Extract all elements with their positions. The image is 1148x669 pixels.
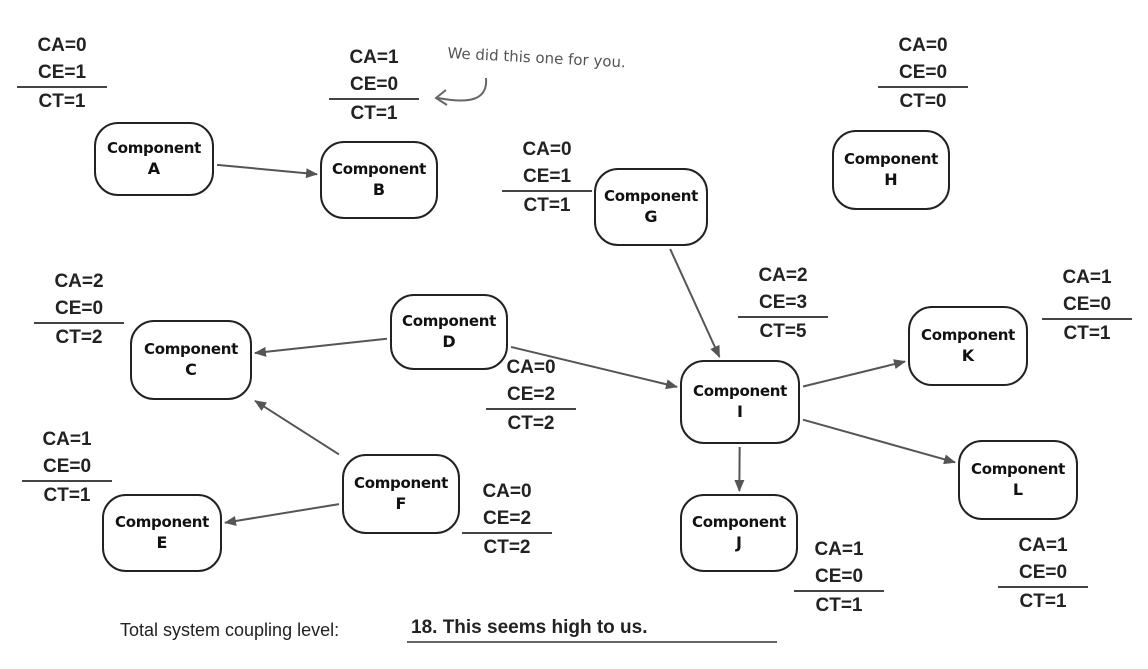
component-letter: H	[884, 169, 898, 189]
component-k: Component K	[908, 306, 1028, 386]
component-letter: L	[1012, 479, 1024, 499]
ct-value: CT=5	[759, 321, 807, 342]
ce-value: CE=2	[486, 381, 576, 410]
component-label: Component	[604, 186, 698, 205]
dependency-arrow-d-to-c	[254, 337, 388, 357]
ca-value: CA=0	[506, 357, 556, 378]
component-f: Component F	[342, 454, 460, 534]
ca-value: CA=1	[1062, 267, 1112, 288]
metrics-g: CA=0 CE=1 CT=1	[502, 136, 592, 219]
component-letter: F	[395, 493, 407, 513]
ca-value: CA=0	[37, 35, 87, 56]
component-label: Component	[354, 473, 448, 492]
ca-value: CA=1	[349, 47, 399, 68]
component-label: Component	[402, 311, 496, 330]
ca-value: CA=2	[758, 265, 808, 286]
ca-value: CA=1	[1018, 535, 1068, 556]
metrics-f: CA=0 CE=2 CT=2	[462, 478, 552, 561]
metrics-c: CA=2 CE=0 CT=2	[34, 268, 124, 351]
ca-value: CA=1	[814, 539, 864, 560]
ce-value: CE=1	[502, 163, 592, 192]
total-coupling-label: Total system coupling level:	[120, 620, 340, 640]
component-l: Component L	[958, 440, 1078, 520]
ct-value: CT=2	[55, 327, 103, 348]
component-label: Component	[107, 138, 201, 157]
ce-value: CE=0	[22, 453, 112, 482]
ca-value: CA=2	[54, 271, 104, 292]
component-letter: K	[961, 345, 975, 365]
component-j: Component J	[680, 494, 798, 572]
ce-value: CE=0	[998, 559, 1088, 588]
ce-value: CE=1	[17, 59, 107, 88]
ct-value: CT=2	[507, 413, 555, 434]
component-letter: G	[644, 206, 658, 226]
ct-value: CT=0	[899, 91, 947, 112]
note-arrow	[437, 77, 488, 102]
dependency-arrow-f-to-c	[254, 399, 340, 456]
dependency-arrow-a-to-b	[216, 163, 318, 179]
metrics-i: CA=2 CE=3 CT=5	[738, 262, 828, 345]
ct-value: CT=1	[38, 91, 86, 112]
ct-value: CT=1	[1063, 323, 1111, 344]
ca-value: CA=0	[522, 139, 572, 160]
component-i: Component I	[680, 360, 800, 444]
ce-value: CE=0	[794, 563, 884, 592]
ct-value: CT=2	[483, 537, 531, 558]
ct-value: CT=1	[43, 485, 91, 506]
ce-value: CE=0	[1042, 291, 1132, 320]
metrics-d: CA=0 CE=2 CT=2	[486, 354, 576, 437]
dependency-arrow-i-to-l	[802, 418, 956, 465]
total-coupling-answer: 18. This seems high to us.	[407, 617, 777, 643]
component-a: Component A	[94, 122, 214, 196]
component-letter: C	[185, 359, 197, 379]
ce-value: CE=2	[462, 505, 552, 534]
component-c: Component C	[130, 320, 252, 400]
component-letter: A	[147, 158, 161, 178]
component-label: Component	[332, 159, 426, 178]
component-h: Component H	[832, 130, 950, 210]
component-d: Component D	[390, 294, 508, 370]
metrics-b: CA=1 CE=0 CT=1	[329, 44, 419, 127]
ce-value: CE=0	[34, 295, 124, 324]
component-label: Component	[844, 149, 938, 168]
component-letter: D	[442, 331, 456, 351]
ca-value: CA=1	[42, 429, 92, 450]
ct-value: CT=1	[523, 195, 571, 216]
component-g: Component G	[594, 168, 708, 246]
component-label: Component	[971, 459, 1065, 478]
component-label: Component	[693, 381, 787, 400]
component-e: Component E	[102, 494, 222, 572]
ce-value: CE=0	[878, 59, 968, 88]
metrics-e: CA=1 CE=0 CT=1	[22, 426, 112, 509]
ce-value: CE=0	[329, 71, 419, 100]
metrics-l: CA=1 CE=0 CT=1	[998, 532, 1088, 615]
component-letter: E	[156, 532, 168, 552]
metrics-a: CA=0 CE=1 CT=1	[17, 32, 107, 115]
ct-value: CT=1	[1019, 591, 1067, 612]
dependency-arrow-d-to-i	[510, 345, 678, 390]
dependency-arrow-i-to-k	[802, 359, 906, 388]
component-label: Component	[115, 512, 209, 531]
component-b: Component B	[320, 141, 438, 219]
component-label: Component	[144, 339, 238, 358]
dependency-arrow-f-to-e	[224, 503, 340, 526]
component-letter: J	[736, 532, 742, 552]
ca-value: CA=0	[482, 481, 532, 502]
component-letter: B	[372, 179, 386, 199]
metrics-k: CA=1 CE=0 CT=1	[1042, 264, 1132, 347]
metrics-h: CA=0 CE=0 CT=0	[878, 32, 968, 115]
dependency-arrow-g-to-i	[669, 248, 721, 358]
component-label: Component	[692, 512, 786, 531]
component-label: Component	[921, 325, 1015, 344]
ct-value: CT=1	[815, 595, 863, 616]
ca-value: CA=0	[898, 35, 948, 56]
ce-value: CE=3	[738, 289, 828, 318]
note-arrowhead	[434, 89, 448, 106]
ct-value: CT=1	[350, 103, 398, 124]
component-letter: I	[737, 401, 743, 421]
metrics-j: CA=1 CE=0 CT=1	[794, 536, 884, 619]
